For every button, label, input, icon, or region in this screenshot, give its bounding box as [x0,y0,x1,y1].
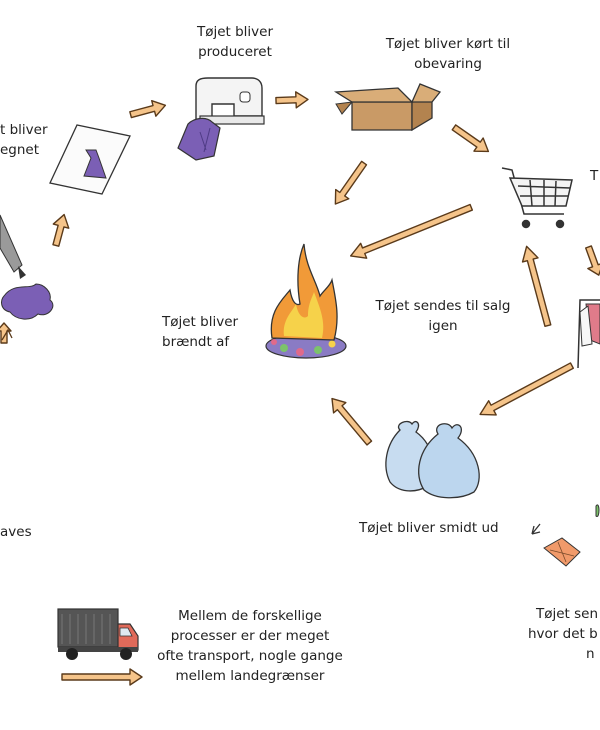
label-transport-line3: ofte transport, nogle gange [157,648,343,664]
cardboard-box-icon [333,83,442,132]
label-produced: Tøjet bliver produceret [190,22,280,62]
label-right-partial-line3: n [586,646,595,662]
label-resold-line2: igen [428,318,458,334]
label-designed: t bliver egnet [0,120,48,160]
fabric-scrap-icon [543,504,600,567]
arrow-icon [334,160,368,205]
label-left-partial-text: aves [0,524,32,540]
label-thrown-text: Tøjet bliver smidt ud [359,520,499,536]
dress-design-paper-icon [49,124,131,195]
label-designed-line2: egnet [0,142,40,158]
label-thrown: Tøjet bliver smidt ud [359,518,499,538]
label-left-partial: aves [0,522,32,542]
shopping-cart-icon [501,167,573,229]
ink-splash-icon [0,214,54,341]
label-resold: Tøjet sendes til salg igen [368,296,518,336]
label-right-partial-line2: hvor det b [528,626,598,642]
arrow-icon [451,124,490,153]
label-transport-line4: mellem landegrænser [175,668,325,684]
arrow-icon [531,523,541,535]
sewing-machine-icon [177,77,265,161]
trash-bags-icon [385,420,480,499]
label-produced-line1: Tøjet bliver [196,24,274,40]
clothes-rack-icon [577,299,600,369]
arrow-icon [331,397,373,446]
fire-icon [265,243,347,359]
truck-icon [57,608,139,660]
label-stored-line1: Tøjet bliver kørt til [385,36,511,52]
label-transport-line2: processer er der meget [170,628,330,644]
label-resold-line1: Tøjet sendes til salg [375,298,511,314]
label-produced-line2: produceret [198,44,272,60]
label-burned-line2: brændt af [162,334,230,350]
arrow-icon [585,245,600,276]
label-burned: Tøjet bliver brændt af [162,312,238,352]
arrow-icon [52,213,70,247]
label-right-partial: Tøjet sen hvor det b n [528,604,600,664]
arrow-icon [349,203,474,259]
label-shop-text: T [590,168,599,184]
label-transport: Mellem de forskellige processer er der m… [150,606,350,686]
label-designed-line1: t bliver [0,122,48,138]
label-stored-line2: obevaring [414,56,482,72]
arrow-icon [275,91,309,109]
arrow-icon [129,100,167,119]
arrow-icon [61,668,143,686]
label-stored: Tøjet bliver kørt til obevaring [368,34,528,74]
label-shop: T [590,166,598,186]
arrow-icon [521,245,552,328]
arrows [0,91,600,686]
arrow-icon [479,362,575,416]
arrow-icon [0,322,12,344]
label-burned-line1: Tøjet bliver [162,314,239,330]
label-transport-line1: Mellem de forskellige [178,608,322,624]
label-right-partial-line1: Tøjet sen [536,606,599,622]
